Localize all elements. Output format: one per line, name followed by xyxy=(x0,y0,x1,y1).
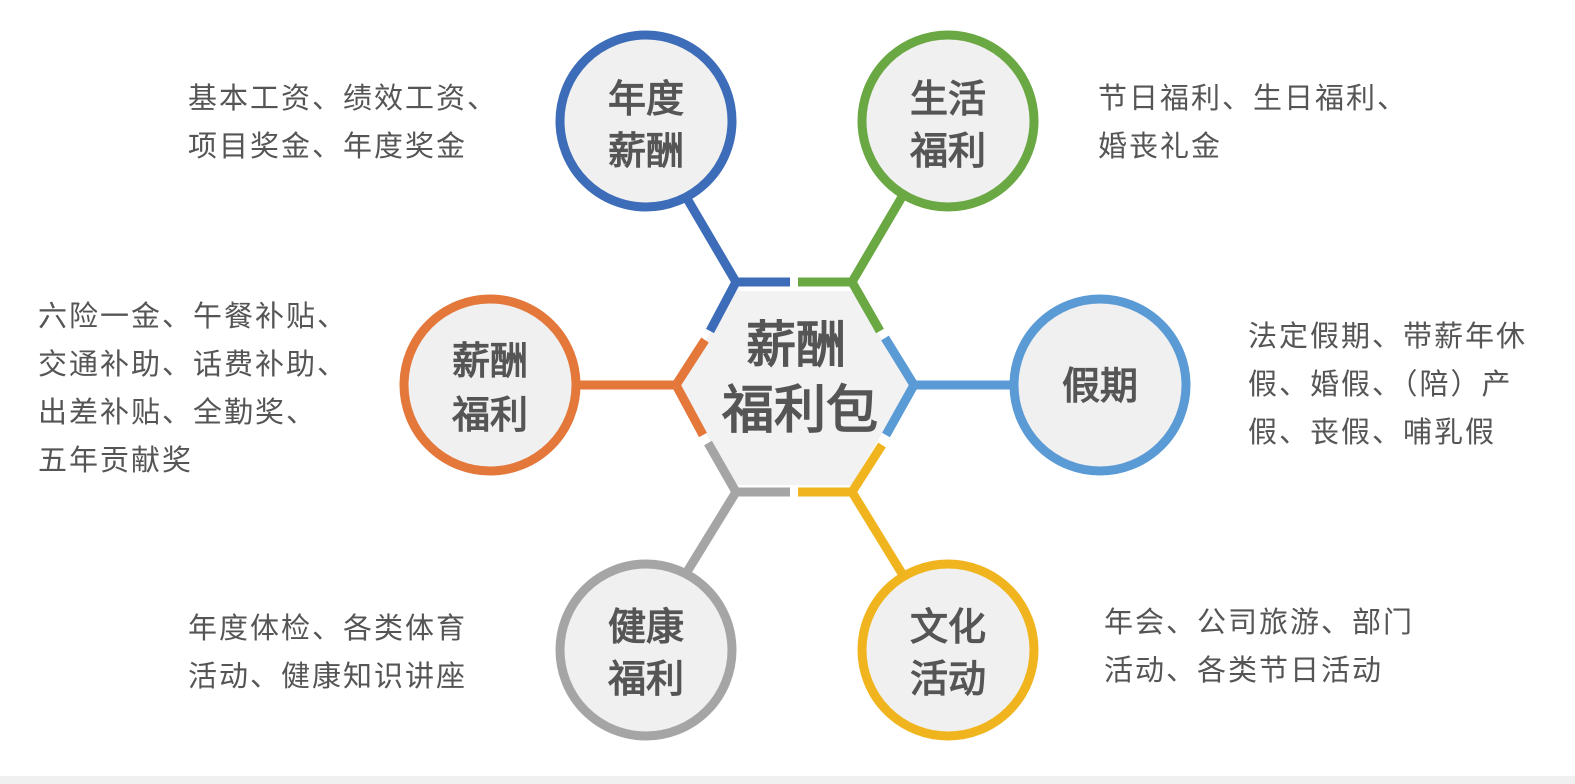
desc-salary-benefits-line: 五年贡献奖 xyxy=(38,443,194,477)
desc-vacation-line: 假、丧假、哺乳假 xyxy=(1248,415,1497,449)
desc-health-benefits: 年度体检、各类体育 活动、健康知识讲座 xyxy=(188,604,467,700)
connector-vacation xyxy=(881,335,1012,438)
desc-cultural-activities: 年会、公司旅游、部门 活动、各类节日活动 xyxy=(1104,598,1414,694)
desc-cultural-activities-line: 年会、公司旅游、部门 xyxy=(1104,605,1415,639)
desc-health-benefits-line: 年度体检、各类体育 xyxy=(188,611,468,645)
node-cultural-activities-line1: 文化 xyxy=(910,605,986,649)
desc-life-benefits: 节日福利、生日福利、 婚丧礼金 xyxy=(1098,74,1408,170)
desc-salary-benefits-line: 六险一金、午餐补贴、 xyxy=(38,299,349,333)
center-hexagon xyxy=(678,291,910,485)
desc-vacation-line: 假、婚假、（陪）产 xyxy=(1248,367,1513,401)
node-health-benefits-line2: 福利 xyxy=(607,657,684,701)
desc-annual-salary-line: 基本工资、绩效工资、 xyxy=(188,81,499,115)
node-annual-salary-line1: 年度 xyxy=(608,77,684,121)
center-title-line2: 福利包 xyxy=(721,381,878,441)
node-salary-benefits-line1: 薪酬 xyxy=(452,339,528,383)
desc-salary-benefits-line: 出差补贴、全勤奖、 xyxy=(38,395,318,429)
node-cultural-activities: 文化 活动 xyxy=(857,559,1039,741)
node-vacation: 假期 xyxy=(1009,294,1191,476)
node-health-benefits: 健康 福利 xyxy=(555,559,737,741)
desc-health-benefits-line: 活动、健康知识讲座 xyxy=(188,659,468,693)
desc-life-benefits-line: 节日福利、生日福利、 xyxy=(1098,81,1409,115)
node-life-benefits-line2: 福利 xyxy=(909,129,986,173)
node-salary-benefits-line2: 福利 xyxy=(451,393,528,437)
center-title-line1: 薪酬 xyxy=(746,316,846,374)
connector-cultural-activities xyxy=(798,442,910,583)
node-salary-benefits: 薪酬 福利 xyxy=(399,294,581,476)
node-life-benefits: 生活 福利 xyxy=(857,30,1039,212)
node-annual-salary: 年度 薪酬 xyxy=(555,30,737,212)
connector-annual-salary xyxy=(678,187,790,334)
connector-salary-benefits xyxy=(578,337,709,438)
node-vacation-label: 假期 xyxy=(1062,364,1138,408)
desc-cultural-activities-line: 活动、各类节日活动 xyxy=(1104,653,1384,687)
connector-life-benefits xyxy=(798,187,910,334)
node-cultural-activities-line2: 活动 xyxy=(910,657,986,701)
desc-vacation: 法定假期、带薪年休 假、婚假、（陪）产 假、丧假、哺乳假 xyxy=(1248,312,1527,456)
desc-salary-benefits-line: 交通补助、话费补助、 xyxy=(38,347,349,381)
desc-annual-salary-line: 项目奖金、年度奖金 xyxy=(188,129,468,163)
node-life-benefits-line1: 生活 xyxy=(910,77,986,121)
node-health-benefits-line1: 健康 xyxy=(608,605,684,649)
node-annual-salary-line2: 薪酬 xyxy=(608,129,684,173)
desc-annual-salary: 基本工资、绩效工资、 项目奖金、年度奖金 xyxy=(188,74,498,170)
connector-health-benefits xyxy=(678,440,790,583)
bottom-divider xyxy=(0,776,1575,784)
desc-vacation-line: 法定假期、带薪年休 xyxy=(1248,319,1528,353)
desc-salary-benefits: 六险一金、午餐补贴、 交通补助、话费补助、 出差补贴、全勤奖、 五年贡献奖 xyxy=(38,292,348,484)
desc-life-benefits-line: 婚丧礼金 xyxy=(1098,129,1223,163)
